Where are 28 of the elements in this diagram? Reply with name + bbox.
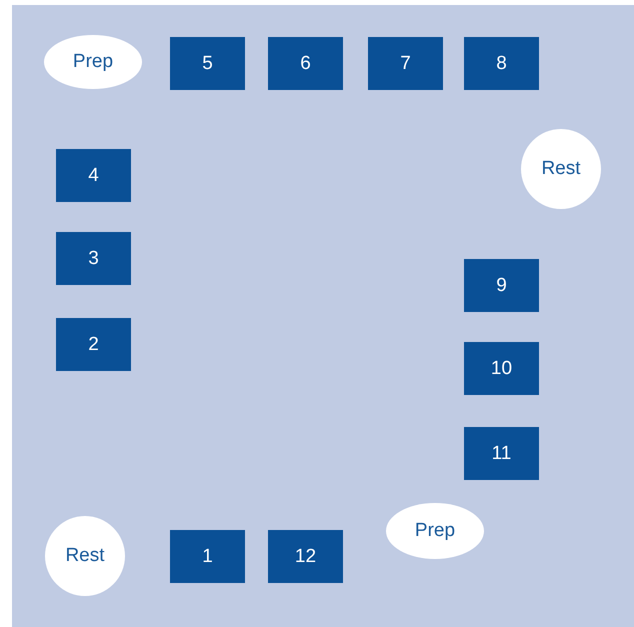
box-number: 4: [88, 164, 99, 186]
box-number: 9: [496, 274, 507, 296]
numbered-box: [464, 37, 539, 90]
numbered-box: [464, 259, 539, 312]
numbered-box: [56, 232, 131, 285]
box-number: 12: [294, 546, 316, 568]
numbered-box: [56, 149, 131, 202]
box-number: 6: [300, 52, 311, 74]
box-number: 3: [88, 248, 99, 270]
area-label: Rest: [65, 545, 105, 567]
area-label: Prep: [72, 51, 114, 73]
box-number: 8: [496, 52, 507, 74]
area-label: Rest: [541, 158, 581, 180]
box-number: 1: [202, 546, 213, 568]
numbered-box: [170, 530, 245, 583]
box-number: 7: [400, 52, 411, 74]
numbered-box: [464, 427, 539, 480]
box-number: 5: [202, 52, 213, 74]
numbered-box: [56, 318, 131, 371]
numbered-box: [268, 530, 343, 583]
numbered-box: [268, 37, 343, 90]
box-number: 11: [492, 442, 512, 464]
numbered-box: [464, 342, 539, 395]
box-number: 2: [88, 334, 99, 356]
numbered-box: [368, 37, 443, 90]
area-label: Prep: [414, 520, 456, 542]
box-number: 10: [490, 358, 512, 380]
numbered-box: [170, 37, 245, 90]
